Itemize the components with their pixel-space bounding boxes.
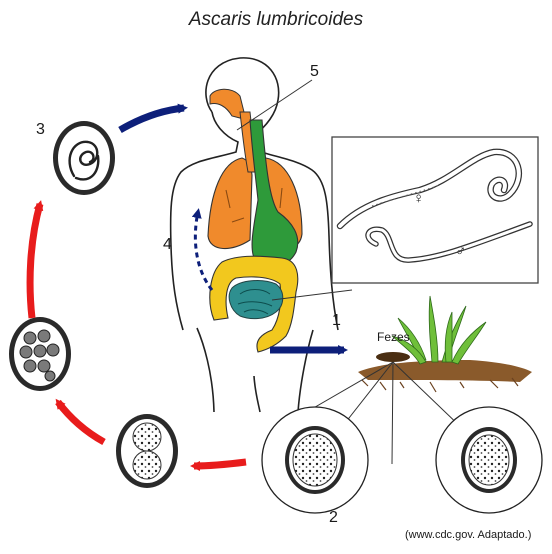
leader-line-5 <box>237 80 312 130</box>
magnified-egg-circle-1 <box>262 407 368 513</box>
worm-box <box>332 137 538 283</box>
step-2-label: 2 <box>329 509 338 527</box>
egg-two-cell <box>116 414 178 488</box>
egg-morula <box>9 317 71 391</box>
arrow-soil-to-twocell <box>194 462 246 466</box>
airway <box>210 89 256 172</box>
step-4-label: 4 <box>163 236 172 254</box>
feces-pile <box>376 352 410 362</box>
soil-mound <box>358 360 532 392</box>
female-symbol: ♀ <box>413 190 424 207</box>
step-5-label: 5 <box>310 63 319 81</box>
diagram-title: Ascaris lumbricoides <box>0 9 552 31</box>
source-credit: (www.cdc.gov. Adaptado.) <box>405 529 531 541</box>
egg-larva <box>53 121 115 195</box>
arrow-twocell-to-morula <box>58 402 104 442</box>
step-3-label: 3 <box>36 121 45 139</box>
step-1-label: 1 <box>332 312 341 330</box>
feces-label: Fezes <box>377 330 410 344</box>
arrow-larva-to-mouth <box>120 108 184 130</box>
magnified-egg-circle-2 <box>436 407 542 513</box>
male-symbol: ♂ <box>455 243 466 260</box>
arrow-morula-to-larva <box>30 204 40 318</box>
